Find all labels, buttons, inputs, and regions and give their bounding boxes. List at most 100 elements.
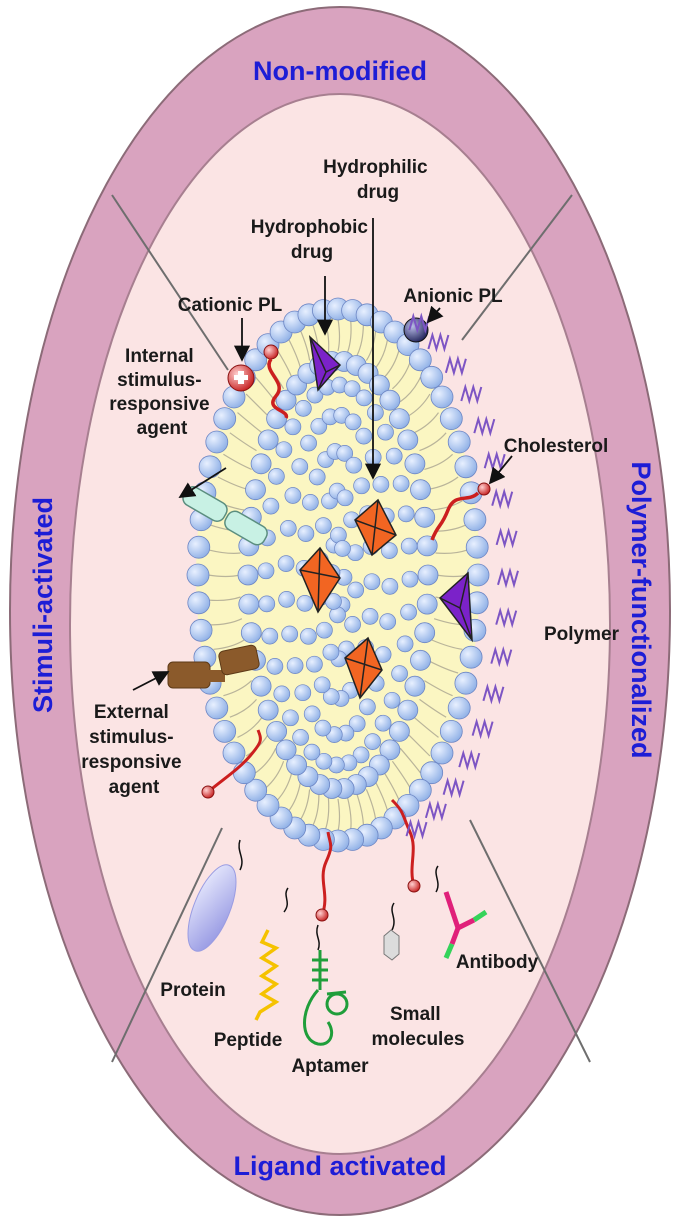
core-lipid-head bbox=[365, 734, 381, 750]
core-lipid-head bbox=[304, 744, 320, 760]
core-lipid-head bbox=[297, 595, 313, 611]
core-lipid-head bbox=[392, 666, 408, 682]
lipid-head bbox=[411, 650, 431, 670]
lipid-head bbox=[251, 454, 271, 474]
core-lipid-head bbox=[356, 390, 372, 406]
core-lipid-head bbox=[356, 428, 372, 444]
lipid-head bbox=[431, 386, 453, 408]
core-lipid-head bbox=[397, 636, 413, 652]
core-lipid-head bbox=[283, 710, 299, 726]
core-lipid-head bbox=[295, 685, 311, 701]
lipid-head bbox=[431, 742, 453, 764]
lipid-head bbox=[258, 430, 278, 450]
core-lipid-head bbox=[306, 656, 322, 672]
core-lipid-head bbox=[298, 526, 314, 542]
core-lipid-head bbox=[292, 459, 308, 475]
core-lipid-head bbox=[402, 571, 418, 587]
label-protein: Protein bbox=[160, 980, 225, 1001]
core-lipid-head bbox=[384, 692, 400, 708]
core-lipid-head bbox=[386, 448, 402, 464]
core-lipid-head bbox=[304, 706, 320, 722]
core-lipid-head bbox=[362, 608, 378, 624]
lipid-head bbox=[206, 697, 228, 719]
core-lipid-head bbox=[295, 400, 311, 416]
lipid-head bbox=[448, 431, 470, 453]
core-lipid-head bbox=[323, 644, 339, 660]
core-lipid-head bbox=[314, 677, 330, 693]
lipid-head bbox=[455, 672, 477, 694]
core-lipid-head bbox=[393, 476, 409, 492]
core-lipid-head bbox=[262, 628, 278, 644]
core-lipid-head bbox=[279, 591, 295, 607]
core-lipid-head bbox=[287, 658, 303, 674]
core-lipid-head bbox=[280, 520, 296, 536]
lipid-head bbox=[405, 676, 425, 696]
label-polymer: Polymer bbox=[544, 624, 620, 645]
lipid-head bbox=[418, 565, 438, 585]
label-antibody: Antibody bbox=[456, 952, 539, 973]
core-lipid-head bbox=[302, 494, 318, 510]
lipid-head bbox=[251, 676, 271, 696]
lipid-head bbox=[241, 623, 261, 643]
lipid-head bbox=[258, 700, 278, 720]
lipid-head bbox=[440, 720, 462, 742]
lipid-head bbox=[206, 431, 228, 453]
core-lipid-head bbox=[364, 574, 380, 590]
lipid-head bbox=[460, 646, 482, 668]
lipid-head bbox=[415, 507, 435, 527]
core-lipid-head bbox=[276, 442, 292, 458]
lipid-head bbox=[239, 594, 259, 614]
core-lipid-head bbox=[263, 498, 279, 514]
lipid-head bbox=[398, 700, 418, 720]
core-lipid-head bbox=[354, 478, 370, 494]
lipid-head bbox=[415, 623, 435, 643]
lipid-head bbox=[223, 742, 245, 764]
core-lipid-head bbox=[278, 556, 294, 572]
core-lipid-head bbox=[398, 506, 414, 522]
lipid-head bbox=[276, 740, 296, 760]
label-peptide: Peptide bbox=[214, 1030, 283, 1051]
section-title-top: Non-modified bbox=[253, 56, 427, 86]
label-aptamer: Aptamer bbox=[291, 1056, 369, 1077]
core-lipid-head bbox=[401, 604, 417, 620]
section-title-bottom: Ligand activated bbox=[233, 1151, 446, 1181]
section-title-right: Polymer-functionalized bbox=[626, 461, 656, 758]
core-lipid-head bbox=[259, 596, 275, 612]
core-lipid-head bbox=[285, 488, 301, 504]
core-lipid-head bbox=[258, 563, 274, 579]
core-lipid-head bbox=[378, 424, 394, 440]
core-lipid-head bbox=[359, 699, 375, 715]
core-lipid-head bbox=[373, 476, 389, 492]
lipid-head bbox=[214, 408, 236, 430]
core-lipid-head bbox=[346, 457, 362, 473]
core-lipid-head bbox=[267, 658, 283, 674]
label-cholesterol: Cholesterol bbox=[504, 436, 609, 457]
lipid-head bbox=[246, 480, 266, 500]
lipid-head bbox=[190, 619, 212, 641]
lipid-head bbox=[421, 366, 443, 388]
core-lipid-head bbox=[345, 616, 361, 632]
lipid-head bbox=[405, 454, 425, 474]
lipid-head bbox=[455, 456, 477, 478]
lipid-head bbox=[188, 592, 210, 614]
lipid-head bbox=[389, 409, 409, 429]
lipid-head bbox=[467, 564, 489, 586]
core-lipid-head bbox=[285, 419, 301, 435]
lipid-head bbox=[464, 509, 486, 531]
lipid-head bbox=[199, 456, 221, 478]
core-lipid-head bbox=[268, 468, 284, 484]
core-lipid-head bbox=[315, 518, 331, 534]
lipid-head bbox=[389, 721, 409, 741]
core-lipid-head bbox=[380, 614, 396, 630]
lipid-head bbox=[188, 536, 210, 558]
core-lipid-head bbox=[315, 720, 331, 736]
label-anionic-pl: Anionic PL bbox=[403, 286, 503, 307]
core-lipid-head bbox=[300, 628, 316, 644]
lipid-head bbox=[380, 390, 400, 410]
lipid-head bbox=[238, 565, 258, 585]
core-lipid-head bbox=[382, 578, 398, 594]
lipid-head bbox=[398, 430, 418, 450]
lipid-head bbox=[233, 762, 255, 784]
lipid-head bbox=[466, 536, 488, 558]
